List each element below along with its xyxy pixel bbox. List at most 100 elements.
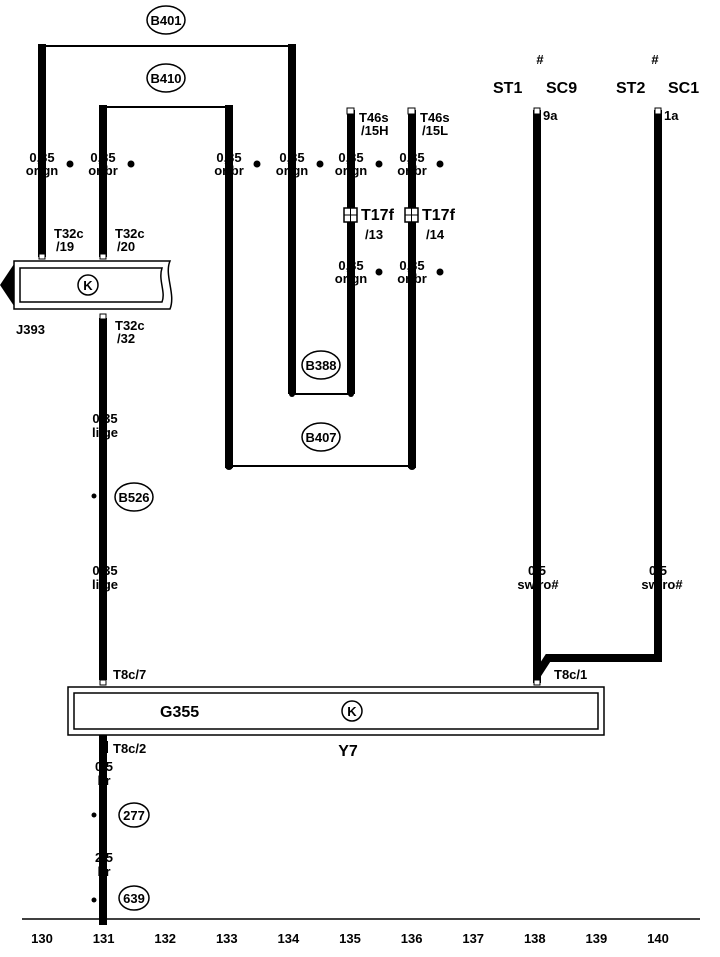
ruler-label: 132 <box>154 931 176 946</box>
svg-text:639: 639 <box>123 891 145 906</box>
svg-text:br: br <box>98 773 111 788</box>
ruler-label: 131 <box>93 931 115 946</box>
svg-text:SC1: SC1 <box>668 80 699 97</box>
svg-text:or/gn: or/gn <box>335 271 368 286</box>
wire-label-w13: 0,5 br <box>95 759 113 788</box>
svg-text:T32c: T32c <box>115 318 145 333</box>
svg-text:B401: B401 <box>150 13 181 28</box>
svg-text:0,35: 0,35 <box>338 258 363 273</box>
svg-text:0,35: 0,35 <box>399 258 424 273</box>
connection-b407: B407 <box>301 422 341 452</box>
connection-277: 277 <box>91 802 150 828</box>
svg-text:T8c/2: T8c/2 <box>113 741 146 756</box>
wire-label-w9: 0,35 li/ge <box>92 411 118 440</box>
component-g355-y7: G355 K Y7 <box>67 686 605 760</box>
svg-text:2,5: 2,5 <box>95 850 113 865</box>
ruler-label: 134 <box>278 931 300 946</box>
svg-text:T32c: T32c <box>54 226 84 241</box>
svg-text:B526: B526 <box>118 490 149 505</box>
ruler-label: 138 <box>524 931 546 946</box>
wire-label-w7: 0,35 or/gn <box>335 258 383 286</box>
svg-text:/32: /32 <box>117 331 135 346</box>
svg-text:or/br: or/br <box>88 163 118 178</box>
svg-text:0,35: 0,35 <box>92 563 117 578</box>
svg-text:277: 277 <box>123 808 145 823</box>
pin-t17-13: T17f /13 <box>343 207 395 242</box>
svg-text:T8c/1: T8c/1 <box>554 667 587 682</box>
svg-text:/19: /19 <box>56 239 74 254</box>
svg-text:or/gn: or/gn <box>276 163 309 178</box>
wire-140 <box>533 110 662 678</box>
svg-text:0,5: 0,5 <box>528 563 546 578</box>
ruler-label: 133 <box>216 931 238 946</box>
svg-text:ST1: ST1 <box>493 80 522 97</box>
ruler-label: 137 <box>462 931 484 946</box>
svg-text:or/gn: or/gn <box>335 163 368 178</box>
svg-text:sw/ro#: sw/ro# <box>641 577 683 592</box>
svg-text:9a: 9a <box>543 108 558 123</box>
connection-b526: B526 <box>91 482 154 512</box>
svg-text:B410: B410 <box>150 71 181 86</box>
wire-label-w11: 0,5 sw/ro# <box>517 563 559 592</box>
svg-text:0,35: 0,35 <box>399 150 424 165</box>
terminal-st2-sc1: # ST2 SC1 <box>616 52 699 97</box>
svg-text:or/br: or/br <box>397 271 427 286</box>
svg-text:br: br <box>98 864 111 879</box>
ruler-label: 135 <box>339 931 361 946</box>
svg-text:/15L: /15L <box>422 123 448 138</box>
pin-t8c-1: T8c/1 <box>533 667 587 686</box>
svg-text:0,35: 0,35 <box>90 150 115 165</box>
pin-t32-19: T32c /19 <box>38 226 84 260</box>
pin-t46-15l: T46s /15L <box>407 107 450 138</box>
svg-text:or/br: or/br <box>397 163 427 178</box>
pin-t46-15h: T46s /15H <box>346 107 389 138</box>
svg-text:T8c/7: T8c/7 <box>113 667 146 682</box>
svg-text:ST2: ST2 <box>616 80 645 97</box>
component-j393: K J393 <box>0 260 173 337</box>
svg-text:T17f: T17f <box>361 207 395 224</box>
svg-text:T32c: T32c <box>115 226 145 241</box>
wire-label-w3: 0,35 or/br <box>214 150 261 178</box>
svg-text:B388: B388 <box>305 358 336 373</box>
wire-label-w2: 0,35 or/br <box>88 150 135 178</box>
svg-text:0,35: 0,35 <box>92 411 117 426</box>
connection-639: 639 <box>91 885 150 911</box>
svg-text:#: # <box>536 52 544 67</box>
svg-text:or/gn: or/gn <box>26 163 59 178</box>
svg-text:li/ge: li/ge <box>92 577 118 592</box>
svg-text:/14: /14 <box>426 227 445 242</box>
svg-text:0,35: 0,35 <box>279 150 304 165</box>
pin-t17-14: T17f /14 <box>404 207 456 242</box>
svg-text:T17f: T17f <box>422 207 456 224</box>
svg-text:/20: /20 <box>117 239 135 254</box>
svg-text:#: # <box>651 52 659 67</box>
svg-text:0,35: 0,35 <box>29 150 54 165</box>
svg-text:or/br: or/br <box>214 163 244 178</box>
pin-t8c-7: T8c/7 <box>99 667 146 686</box>
svg-text:1a: 1a <box>664 108 679 123</box>
svg-text:0,35: 0,35 <box>338 150 363 165</box>
svg-text:B407: B407 <box>305 430 336 445</box>
svg-text:sw/ro#: sw/ro# <box>517 577 559 592</box>
wire-label-w4: 0,35 or/gn <box>276 150 324 178</box>
ruler-label: 130 <box>31 931 53 946</box>
y7-label: Y7 <box>338 743 358 760</box>
pin-t32-20: T32c /20 <box>99 226 145 260</box>
wire-label-w1: 0,35 or/gn <box>26 150 74 178</box>
wire-label-w10: 0,35 li/ge <box>92 563 118 592</box>
g355-label: G355 <box>160 704 199 721</box>
pin-9a: 9a <box>533 107 558 123</box>
svg-text:SC9: SC9 <box>546 80 577 97</box>
svg-text:li/ge: li/ge <box>92 425 118 440</box>
wire-label-w5: 0,35 or/gn <box>335 150 383 178</box>
pin-1a: 1a <box>654 107 679 123</box>
connection-b401: B401 <box>146 5 186 35</box>
ruler-label: 140 <box>647 931 669 946</box>
svg-text:0,5: 0,5 <box>649 563 667 578</box>
svg-text:T46s: T46s <box>359 110 389 125</box>
ruler-label: 139 <box>586 931 608 946</box>
svg-text:/13: /13 <box>365 227 383 242</box>
svg-text:K: K <box>347 704 357 719</box>
connection-b410: B410 <box>146 63 186 93</box>
